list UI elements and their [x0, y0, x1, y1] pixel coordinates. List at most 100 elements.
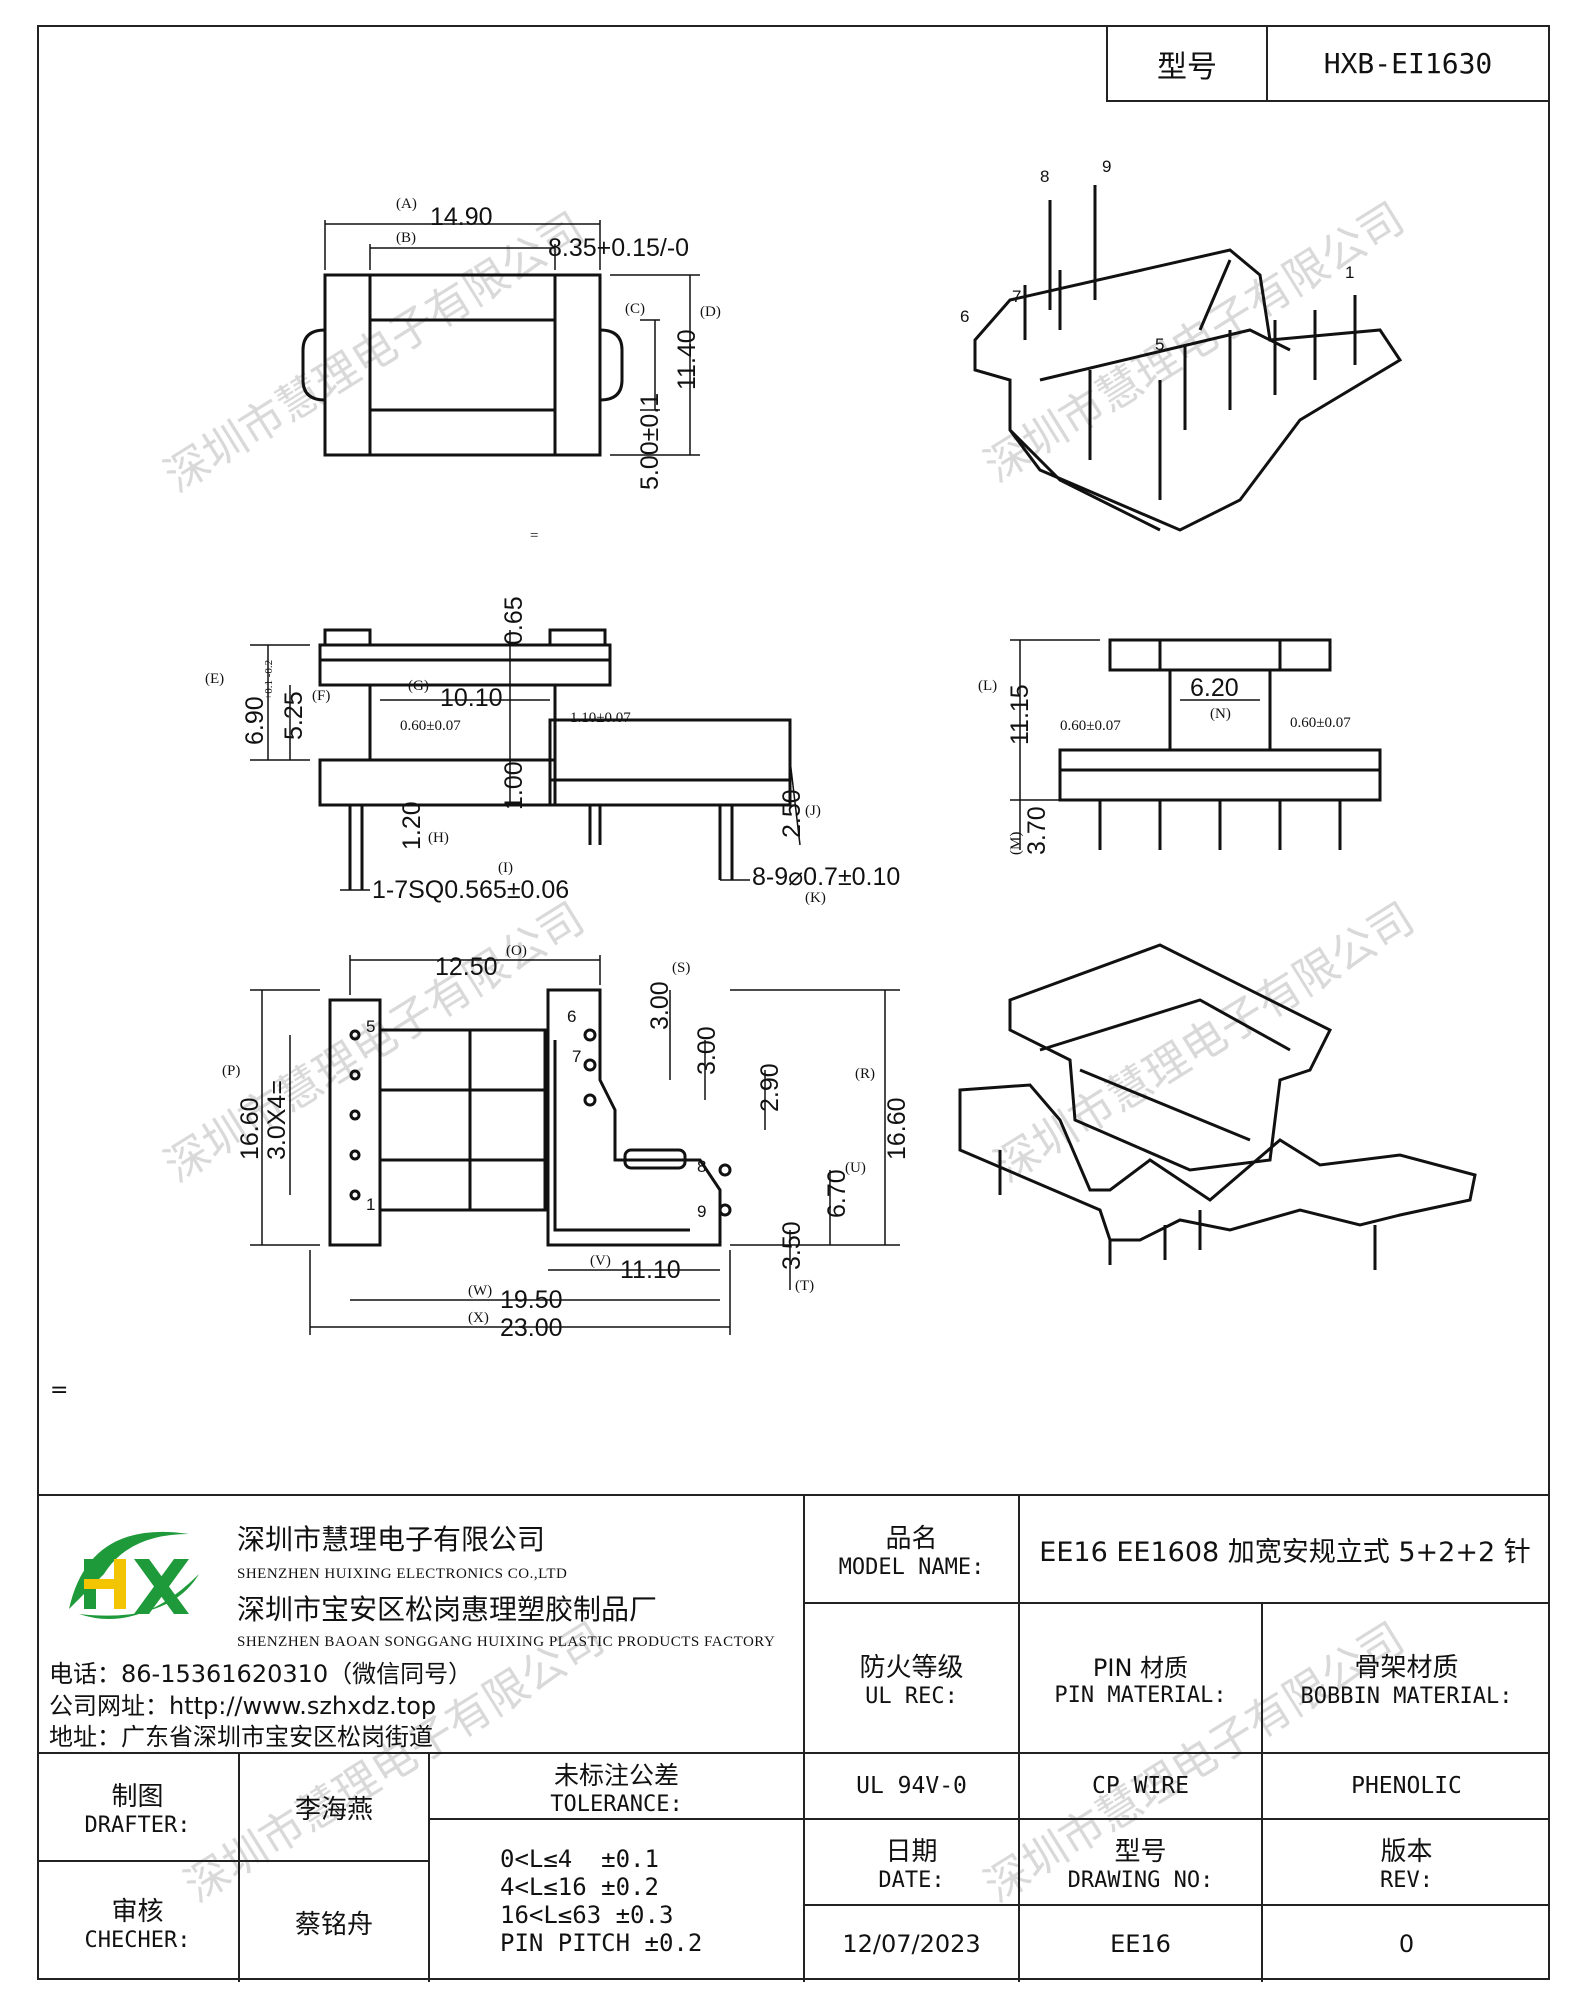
- pin-en: PIN MATERIAL:: [1054, 1683, 1227, 1708]
- label-A: (A): [396, 196, 417, 212]
- tolerance-row: PIN PITCH ±0.2: [500, 1929, 703, 1957]
- dim-V: 11.10: [620, 1256, 681, 1284]
- top-view: [301, 220, 700, 457]
- label-J: (J): [805, 803, 821, 819]
- tolerance-row: 0<L≤4 ±0.1: [500, 1845, 659, 1873]
- model-label: 型号: [1108, 27, 1268, 100]
- dim-100: 1.00: [500, 761, 528, 810]
- drawing-no-label: 型号 DRAWING NO:: [1020, 1820, 1263, 1906]
- date-value: 12/07/2023: [805, 1906, 1020, 1982]
- dim-R: 16.60: [883, 1097, 911, 1160]
- rev-en: REV:: [1380, 1868, 1433, 1893]
- dim-C: 5.00±0.1: [636, 393, 664, 490]
- drafter-name-text: 李海燕: [294, 1794, 373, 1825]
- dim-065: 0.65: [500, 596, 528, 645]
- dim-D: 11.40: [673, 329, 701, 390]
- dim-X: 23.00: [500, 1314, 563, 1342]
- dim-F: 5.25: [280, 691, 308, 740]
- label-P: (P): [222, 1063, 240, 1079]
- pin-1: 1: [1345, 263, 1354, 282]
- dim-U: 6.70: [823, 1169, 851, 1218]
- side-mark: =: [50, 1378, 69, 1403]
- drawing-no-cn: 型号: [1114, 1837, 1167, 1867]
- front-view: [1010, 638, 1382, 850]
- bottom-pin-9: 9: [697, 1202, 706, 1221]
- ul-value: UL 94V-0: [805, 1754, 1020, 1820]
- label-T: (T): [795, 1278, 814, 1294]
- label-S: (S): [672, 960, 690, 976]
- dim-E-tol: +0.1 -0.2: [263, 660, 275, 700]
- pin-7: 7: [1012, 287, 1021, 306]
- pin-value-text: CP WIRE: [1092, 1773, 1189, 1799]
- date-cn: 日期: [885, 1837, 938, 1867]
- address: 地址：广东省深圳市宝安区松岗街道: [49, 1723, 433, 1751]
- dim-K: 8-9⌀0.7±0.10: [752, 863, 900, 891]
- drawing-no-value-text: EE16: [1110, 1930, 1171, 1958]
- company-logo: [69, 1531, 199, 1619]
- bobbin-en: BOBBIN MATERIAL:: [1300, 1684, 1513, 1709]
- drawing-no-en: DRAWING NO:: [1067, 1868, 1214, 1893]
- label-D: (D): [700, 304, 721, 320]
- label-N: (N): [1210, 706, 1231, 722]
- dim-L: 11.15: [1006, 684, 1034, 745]
- isometric-view-top: [973, 185, 1403, 532]
- dim-O: 12.50: [435, 953, 498, 981]
- model-name-value: EE16 EE1608 加宽安规立式 5+2+2 针: [1020, 1496, 1550, 1604]
- ul-value-text: UL 94V-0: [856, 1773, 967, 1799]
- checker-en: CHECHER:: [84, 1928, 191, 1953]
- pin-9: 9: [1102, 157, 1111, 176]
- factory-name-cn: 深圳市宝安区松岗惠理塑胶制品厂: [237, 1593, 658, 1626]
- company-name-cn: 深圳市慧理电子有限公司: [237, 1523, 546, 1556]
- label-B: (B): [396, 230, 416, 246]
- tolerance-row: 4<L≤16 ±0.2: [500, 1873, 659, 1901]
- company-info: 深圳市慧理电子有限公司 SHENZHEN HUIXING ELECTRONICS…: [37, 1496, 805, 1754]
- label-K: (K): [805, 890, 826, 906]
- drafter-label: 制图 DRAFTER:: [37, 1754, 240, 1862]
- label-W: (W): [468, 1283, 492, 1299]
- date-label: 日期 DATE:: [805, 1820, 1020, 1906]
- label-O: (O): [506, 943, 527, 959]
- pin-5: 5: [1155, 335, 1164, 354]
- bottom-pin-6: 6: [567, 1007, 576, 1026]
- label-L: (L): [978, 678, 997, 694]
- dim-060-left: 0.60±0.07: [1060, 718, 1121, 734]
- model-name-label: 品名 MODEL NAME:: [805, 1496, 1020, 1604]
- drawing-no-value: EE16: [1020, 1906, 1263, 1982]
- pin-cn: PIN 材质: [1092, 1654, 1189, 1682]
- pin-material-label: PIN 材质 PIN MATERIAL:: [1020, 1604, 1263, 1754]
- tolerance-values: 0<L≤4 ±0.1 4<L≤16 ±0.2 16<L≤63 ±0.3 PIN …: [430, 1820, 805, 1982]
- pin-6: 6: [960, 307, 969, 326]
- tolerance-en: TOLERANCE:: [550, 1791, 683, 1817]
- dim-M: 3.70: [1023, 806, 1051, 855]
- bottom-pin-7: 7: [572, 1047, 581, 1066]
- model-value: HXB-EI1630: [1323, 47, 1493, 80]
- dim-T: 3.50: [778, 1221, 806, 1270]
- dim-060-side: 0.60±0.07: [400, 718, 461, 734]
- label-G: (G): [408, 678, 429, 694]
- pin-value: CP WIRE: [1020, 1754, 1263, 1820]
- pin-8: 8: [1040, 167, 1049, 186]
- rev-cn: 版本: [1380, 1837, 1433, 1867]
- company-name-en: SHENZHEN HUIXING ELECTRONICS CO.,LTD: [237, 1566, 568, 1582]
- tolerance-row: 16<L≤63 ±0.3: [500, 1901, 674, 1929]
- label-U: (U): [845, 1160, 866, 1176]
- dim-A: 14.90: [430, 203, 493, 231]
- label-E: (E): [205, 671, 224, 687]
- factory-name-en: SHENZHEN BAOAN SONGGANG HUIXING PLASTIC …: [237, 1634, 776, 1650]
- bottom-view: [250, 955, 900, 1335]
- label-I: (I): [498, 860, 513, 876]
- date-value-text: 12/07/2023: [842, 1930, 981, 1958]
- bottom-pin-8: 8: [697, 1157, 706, 1176]
- model-name-en: MODEL NAME:: [838, 1555, 985, 1580]
- rev-label: 版本 REV:: [1263, 1820, 1550, 1906]
- label-M: (M): [1008, 832, 1024, 855]
- title-block: 深圳市慧理电子有限公司 SHENZHEN HUIXING ELECTRONICS…: [37, 1494, 1550, 1982]
- model-name-cn: 品名: [885, 1524, 938, 1554]
- phone: 电话：86-15361620310（微信同号）: [49, 1660, 473, 1688]
- bobbin-cn: 骨架材质: [1354, 1653, 1459, 1683]
- dim-B: 8.35+0.15/-0: [548, 234, 689, 262]
- dim-300: 3.00: [693, 1026, 721, 1075]
- dim-110: 1.10±0.07: [570, 710, 631, 726]
- bottom-pin-1: 1: [366, 1195, 375, 1214]
- checker-name: 蔡铭舟: [240, 1862, 430, 1982]
